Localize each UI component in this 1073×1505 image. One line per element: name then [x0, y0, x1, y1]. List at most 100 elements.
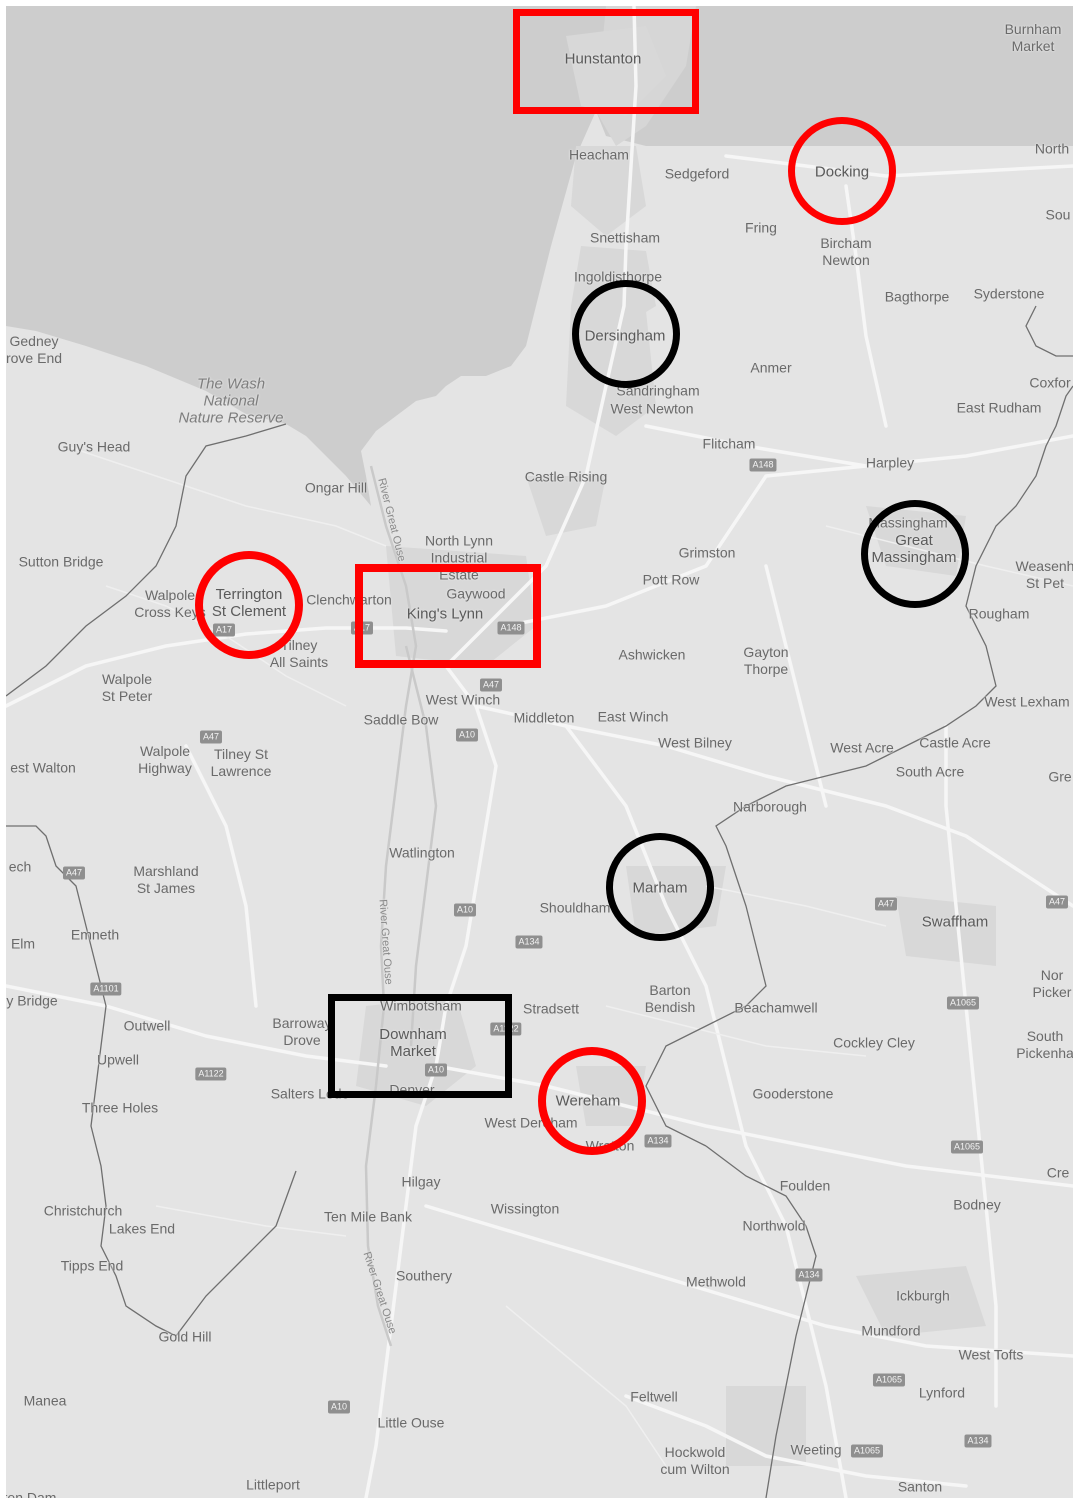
place-label-northwold[interactable]: Northwold — [742, 1217, 806, 1234]
place-label-feltwell[interactable]: Feltwell — [630, 1388, 678, 1405]
place-label-gold-hill[interactable]: Gold Hill — [158, 1328, 212, 1345]
place-label-hilgay[interactable]: Hilgay — [401, 1173, 441, 1190]
place-label-narborough[interactable]: Narborough — [733, 798, 807, 815]
place-label-cre[interactable]: Cre — [1046, 1164, 1070, 1181]
place-label-littleport[interactable]: Littleport — [246, 1476, 300, 1493]
place-label-santon[interactable]: Santon — [897, 1478, 943, 1495]
place-label-east-rudham[interactable]: East Rudham — [956, 399, 1042, 416]
place-label-southery[interactable]: Southery — [395, 1267, 453, 1284]
place-label-three-holes[interactable]: Three Holes — [81, 1099, 159, 1116]
place-label-bodney[interactable]: Bodney — [953, 1196, 1001, 1213]
place-label-ten-dam[interactable]: ten Dam — [6, 1489, 57, 1499]
place-label-weeting[interactable]: Weeting — [790, 1441, 842, 1458]
place-label-ongar-hill[interactable]: Ongar Hill — [304, 479, 368, 496]
place-label-west-acre[interactable]: West Acre — [830, 739, 894, 756]
place-label-outwell[interactable]: Outwell — [123, 1017, 171, 1034]
place-label-sou[interactable]: Sou — [1045, 206, 1071, 223]
place-label-barroway-drove[interactable]: Barroway Drove — [272, 1015, 332, 1048]
place-label-foulden[interactable]: Foulden — [779, 1177, 831, 1194]
place-label-sedgeford[interactable]: Sedgeford — [664, 165, 730, 182]
place-label-emneth[interactable]: Emneth — [70, 926, 120, 943]
place-label-fring[interactable]: Fring — [745, 219, 777, 236]
place-label-north[interactable]: North — [1034, 140, 1070, 157]
road-shield-a47-walpole: A47 — [199, 730, 223, 744]
place-label-watlington[interactable]: Watlington — [389, 844, 455, 861]
place-label-downham-market[interactable]: Downham Market — [379, 1026, 447, 1060]
place-label-saddle-bow[interactable]: Saddle Bow — [363, 711, 439, 728]
place-label-rougham[interactable]: Rougham — [968, 605, 1030, 622]
place-label-weasenham[interactable]: Weasenh St Pet — [1015, 558, 1073, 591]
marker-massingham-circle — [861, 500, 969, 608]
place-label-hockwold[interactable]: Hockwold cum Wilton — [660, 1444, 730, 1477]
place-label-gooderstone[interactable]: Gooderstone — [752, 1085, 834, 1102]
place-label-gaywood[interactable]: Gaywood — [446, 585, 506, 602]
place-label-christchurch[interactable]: Christchurch — [43, 1202, 123, 1219]
place-label-outwell-bridge[interactable]: y Bridge — [6, 992, 58, 1009]
place-label-tilney-all-saints[interactable]: Tilney All Saints — [269, 637, 329, 670]
place-label-gedney-drove-end[interactable]: Gedney rove End — [6, 333, 63, 366]
place-label-ingoldisthorpe[interactable]: Ingoldisthorpe — [574, 268, 662, 285]
place-label-west-newton[interactable]: West Newton — [610, 400, 694, 417]
place-label-west-walton[interactable]: est Walton — [10, 759, 76, 776]
place-label-nor-pickenham[interactable]: Nor Picker — [1032, 967, 1072, 1000]
place-label-west-tofts[interactable]: West Tofts — [958, 1346, 1024, 1363]
place-label-mundford[interactable]: Mundford — [861, 1322, 921, 1339]
place-label-south-acre[interactable]: South Acre — [895, 763, 965, 780]
place-label-beachamwell[interactable]: Beachamwell — [734, 999, 818, 1016]
place-label-bircham-newton[interactable]: Bircham Newton — [820, 235, 872, 268]
place-label-south-pickenham[interactable]: South Pickenha — [1016, 1028, 1073, 1061]
marker-docking-circle — [788, 117, 896, 225]
place-label-tipps-end[interactable]: Tipps End — [60, 1257, 124, 1274]
place-label-shouldham[interactable]: Shouldham — [539, 899, 611, 916]
place-label-ashwicken[interactable]: Ashwicken — [618, 646, 686, 663]
place-label-syderstone[interactable]: Syderstone — [973, 285, 1045, 302]
place-label-swaffham[interactable]: Swaffham — [921, 913, 989, 931]
place-label-cockley-cley[interactable]: Cockley Cley — [833, 1034, 915, 1051]
place-label-coxfor[interactable]: Coxfor — [1029, 374, 1071, 391]
place-label-bagthorpe[interactable]: Bagthorpe — [884, 288, 950, 305]
place-label-gayton-thorpe[interactable]: Gayton Thorpe — [743, 644, 789, 677]
place-label-sutton-bridge[interactable]: Sutton Bridge — [18, 553, 104, 570]
place-label-harpley[interactable]: Harpley — [865, 454, 915, 471]
place-label-castle-acre[interactable]: Castle Acre — [919, 734, 991, 751]
place-label-burnham-market[interactable]: Burnham Market — [1004, 21, 1062, 54]
place-label-lynford[interactable]: Lynford — [918, 1384, 966, 1401]
place-label-stradsett[interactable]: Stradsett — [522, 1000, 580, 1017]
road-shield-a134-wereham: A134 — [644, 1134, 672, 1148]
place-label-kings-lynn[interactable]: King's Lynn — [406, 605, 484, 623]
place-label-clenchwarton[interactable]: Clenchwarton — [306, 591, 392, 608]
place-label-wimbotsham[interactable]: Wimbotsham — [380, 997, 462, 1014]
place-label-anmer[interactable]: Anmer — [750, 359, 792, 376]
place-label-wissington[interactable]: Wissington — [490, 1200, 560, 1217]
place-label-snettisham[interactable]: Snettisham — [589, 229, 661, 246]
place-label-hunstanton[interactable]: Hunstanton — [564, 50, 642, 68]
place-label-castle-rising[interactable]: Castle Rising — [524, 468, 608, 485]
place-label-west-bilney[interactable]: West Bilney — [658, 734, 732, 751]
place-label-methwold[interactable]: Methwold — [686, 1273, 746, 1290]
road-shield-a10-watlington: A10 — [453, 903, 477, 917]
place-label-marshland[interactable]: Marshland St James — [133, 863, 199, 896]
place-label-upwell[interactable]: Upwell — [96, 1051, 140, 1068]
place-label-walpole-highway[interactable]: Walpole Highway — [138, 743, 192, 776]
place-label-gre[interactable]: Gre — [1048, 768, 1072, 785]
place-label-walpole-st-peter[interactable]: Walpole St Peter — [101, 671, 153, 704]
place-label-east-winch[interactable]: East Winch — [597, 708, 669, 725]
place-label-ickburgh[interactable]: Ickburgh — [896, 1287, 950, 1304]
place-label-manea[interactable]: Manea — [23, 1392, 67, 1409]
place-label-barton-bendish[interactable]: Barton Bendish — [644, 982, 696, 1015]
place-label-west-winch[interactable]: West Winch — [425, 691, 501, 708]
place-label-little-ouse[interactable]: Little Ouse — [377, 1414, 445, 1431]
place-label-ten-mile-bank[interactable]: Ten Mile Bank — [324, 1208, 412, 1225]
place-label-wisbech[interactable]: ech — [8, 858, 32, 875]
place-label-pott-row[interactable]: Pott Row — [642, 571, 700, 588]
place-label-grimston[interactable]: Grimston — [678, 544, 736, 561]
place-label-west-lexham[interactable]: West Lexham — [984, 693, 1070, 710]
place-label-heacham[interactable]: Heacham — [569, 146, 629, 163]
place-label-middleton[interactable]: Middleton — [513, 709, 575, 726]
place-label-tilney-st-lawrence[interactable]: Tilney St Lawrence — [210, 746, 272, 779]
place-label-guys-head[interactable]: Guy's Head — [57, 438, 131, 455]
place-label-flitcham[interactable]: Flitcham — [702, 435, 756, 452]
place-label-elm[interactable]: Elm — [10, 935, 36, 952]
place-label-lakes-end[interactable]: Lakes End — [108, 1220, 176, 1237]
